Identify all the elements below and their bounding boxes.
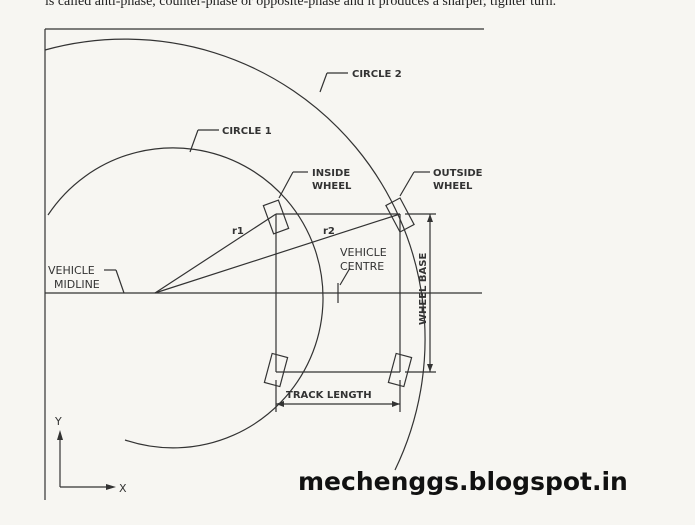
inside-wheel-label-1: INSIDE bbox=[312, 168, 350, 179]
wheel-base-arrow-top bbox=[427, 214, 433, 222]
vehicle-midline-label-2: MIDLINE bbox=[54, 278, 100, 291]
paragraph-text: is called anti-phase, counter-phase or o… bbox=[45, 0, 557, 9]
track-length-label: TRACK LENGTH bbox=[286, 390, 372, 401]
outside-front-wheel bbox=[385, 197, 415, 233]
y-axis-arrow bbox=[57, 430, 63, 440]
wheel-base-label: WHEEL BASE bbox=[418, 253, 429, 325]
outside-leader-d bbox=[399, 171, 415, 197]
track-arrow-right bbox=[392, 401, 400, 407]
inside-leader-d bbox=[278, 171, 294, 199]
x-axis-arrow bbox=[106, 484, 116, 490]
radius-r2-line bbox=[154, 213, 401, 294]
circle2-leader-d bbox=[319, 72, 328, 93]
radius-r1-line bbox=[154, 213, 277, 294]
outside-wheel-label-2: WHEEL bbox=[433, 181, 473, 192]
inside-front-wheel bbox=[262, 199, 290, 235]
vehicle-midline-label-1: VEHICLE bbox=[48, 264, 95, 277]
circle2-label: CIRCLE 2 bbox=[352, 69, 402, 80]
circle-1-arc bbox=[47, 147, 324, 449]
r1-label: r1 bbox=[232, 226, 244, 237]
circle1-label: CIRCLE 1 bbox=[222, 126, 272, 137]
vehicle-centre-leader bbox=[339, 267, 351, 286]
inside-wheel-label-2: WHEEL bbox=[312, 181, 352, 192]
circle1-leader-d bbox=[189, 129, 199, 153]
vehicle-centre-label-2: CENTRE bbox=[340, 260, 384, 273]
circle-2-arc bbox=[44, 38, 426, 471]
outside-wheel-label-1: OUTSIDE bbox=[433, 168, 483, 179]
r2-label: r2 bbox=[323, 226, 335, 237]
wheel-base-arrow-bottom bbox=[427, 364, 433, 372]
midline-leader-diag bbox=[115, 269, 125, 294]
inside-rear-wheel bbox=[263, 352, 289, 388]
track-arrow-left bbox=[276, 401, 284, 407]
watermark-text: mechenggs.blogspot.in bbox=[298, 467, 628, 496]
x-axis-label: X bbox=[119, 482, 127, 495]
vehicle-centre-label-1: VEHICLE bbox=[340, 246, 387, 259]
y-axis-label: Y bbox=[54, 415, 62, 428]
